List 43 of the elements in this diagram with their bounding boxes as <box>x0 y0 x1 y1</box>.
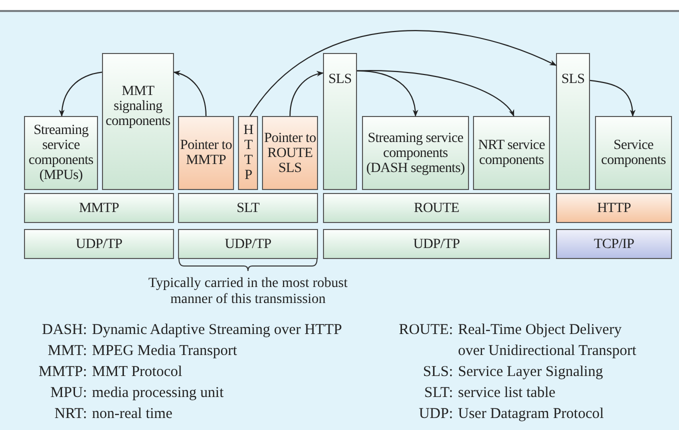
protocol-layer-bar: ROUTE <box>323 193 550 223</box>
glossary-term: ROUTE: <box>398 322 453 339</box>
component-box: MMT signaling components <box>102 53 174 190</box>
glossary-definition: Dynamic Adaptive Streaming over HTTP <box>92 322 342 339</box>
glossary-definition: Service Layer Signaling <box>458 363 604 382</box>
pointer-box: Pointer to ROUTE SLS <box>262 116 318 190</box>
arrow <box>173 70 207 116</box>
component-box: NRT service components <box>473 116 550 190</box>
glossary-term: DASH: <box>42 322 87 339</box>
pointer-box: HTTP <box>238 116 258 190</box>
note-text: Typically carried in the most robust manner of this transmission <box>147 276 349 308</box>
glossary-definition: service list table <box>458 384 556 403</box>
arrow <box>250 30 557 116</box>
signaling-box: SLS <box>556 53 590 190</box>
glossary-term: SLT: <box>424 385 453 402</box>
glossary-definition: User Datagram Protocol <box>458 405 605 424</box>
glossary-definition: MPEG Media Transport <box>92 343 238 360</box>
protocol-layer-bar: MMTP <box>24 193 174 223</box>
component-box: Streaming service components (MPUs) <box>24 116 98 190</box>
protocol-layer-bar: UDP/TP <box>24 229 174 259</box>
signaling-box: SLS <box>323 53 357 190</box>
arrow <box>289 71 324 116</box>
protocol-layer-bar: UDP/TP <box>178 229 318 259</box>
protocol-layer-bar: UDP/TP <box>323 229 550 259</box>
arrow <box>357 70 514 117</box>
glossary-term: UDP: <box>418 406 453 423</box>
glossary-definition: Real-Time Object Delivery over Unidirectional Transport <box>458 321 638 361</box>
component-box: Service components <box>595 116 672 190</box>
glossary-term: MMTP: <box>38 364 87 381</box>
protocol-layer-bar: TCP/IP <box>556 229 672 259</box>
glossary-definition: non-real time <box>92 406 172 423</box>
pointer-box: Pointer to MMTP <box>178 116 234 190</box>
protocol-layer-bar: SLT <box>178 193 318 223</box>
arrow <box>59 72 102 117</box>
glossary-definition: media processing unit <box>92 385 224 402</box>
component-box: Streaming service components (DASH segments) <box>362 116 469 190</box>
glossary-term: MMT: <box>48 343 87 360</box>
arrow <box>590 80 636 117</box>
glossary-term: NRT: <box>54 406 87 423</box>
glossary-definition: MMT Protocol <box>92 364 182 381</box>
glossary-term: MPU: <box>50 385 87 402</box>
protocol-layer-bar: HTTP <box>556 193 672 223</box>
glossary-term: SLS: <box>422 364 453 381</box>
